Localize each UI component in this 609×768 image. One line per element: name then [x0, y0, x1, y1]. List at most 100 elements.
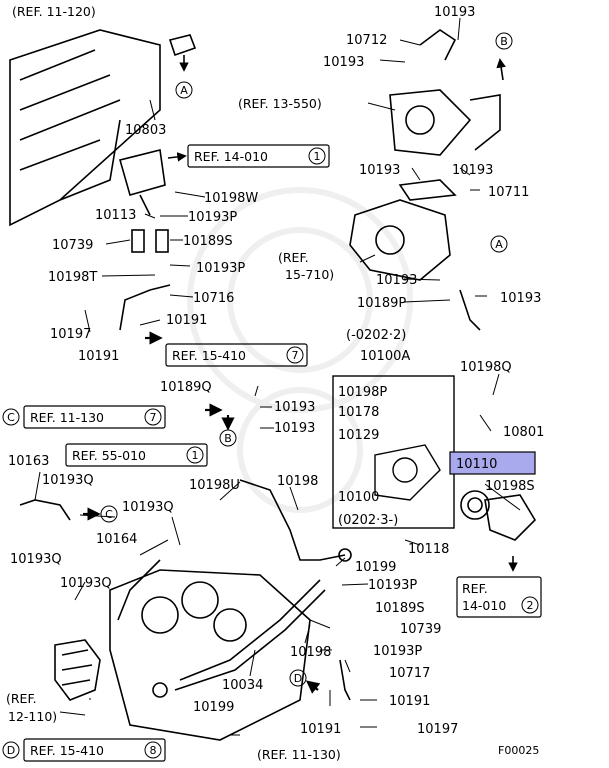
engine-block — [109, 569, 311, 741]
label-10193Q-d: 10193Q — [60, 576, 112, 591]
ref-11-120: (REF. 11-120) — [12, 4, 96, 19]
ref-14-010-2-num: 2 — [521, 596, 539, 614]
oil-cooler — [54, 639, 101, 701]
label-10716: 10716 — [193, 291, 234, 306]
label-10189Q: 10189Q — [160, 380, 212, 395]
label-10191-c: 10191 — [389, 694, 430, 709]
ref-11-130-b: (REF. 11-130) — [257, 747, 341, 762]
ref-15-410-7-num: 7 — [286, 346, 304, 364]
label-10197-b: 10197 — [417, 722, 458, 737]
label-10189S-b: 10189S — [375, 601, 425, 616]
label-10193-d: 10193 — [376, 273, 417, 288]
svg-text:7: 7 — [150, 411, 157, 424]
label-10113: 10113 — [95, 208, 136, 223]
callout-A-top: A — [175, 81, 193, 99]
svg-text:C: C — [7, 411, 15, 424]
thermostat-housing-top — [389, 29, 506, 156]
label-10193P-d: 10193P — [373, 644, 422, 659]
label-10100: 10100 — [338, 490, 379, 505]
label-10193P-a: 10193P — [188, 210, 237, 225]
ref-11-130-7-num: 7 — [144, 408, 162, 426]
water-outlet-fitting — [119, 149, 187, 216]
ref-15-410-7: REF. 15-410 — [172, 348, 246, 363]
label-10198T: 10198T — [48, 270, 97, 285]
thermostat-part — [460, 490, 537, 572]
figure-code: F00025 — [498, 744, 539, 757]
label-10198W: 10198W — [204, 191, 258, 206]
label-10178: 10178 — [338, 405, 379, 420]
ref-12-110-b: 12-110) — [8, 709, 57, 724]
ref-14-010-2-a: REF. — [462, 581, 488, 596]
ref-15-410-8: REF. 15-410 — [30, 743, 104, 758]
label-10193Q-a: 10193Q — [42, 473, 94, 488]
label-10193-g: 10193 — [274, 421, 315, 436]
label-10739-a: 10739 — [52, 238, 93, 253]
label-10191-a: 10191 — [166, 313, 207, 328]
ref-55-010-1: REF. 55-010 — [72, 448, 146, 463]
label-10193-f: 10193 — [274, 400, 315, 415]
callout-B-top: B — [495, 32, 513, 50]
svg-text:C: C — [105, 508, 113, 521]
svg-text:2: 2 — [527, 599, 534, 612]
ref-15-710-b: 15-710) — [285, 267, 334, 282]
callout-D-mid: D — [289, 669, 307, 687]
callout-B-mid: B — [219, 429, 237, 447]
small-hoses-left — [119, 229, 481, 331]
ref-15-410-8-num: 8 — [144, 741, 162, 759]
water-pipe-main — [19, 479, 346, 691]
label-10110: 10110 — [456, 457, 497, 472]
svg-text:8: 8 — [150, 744, 157, 757]
callout-A-right: A — [490, 235, 508, 253]
svg-text:1: 1 — [314, 150, 321, 163]
label-10193Q-b: 10193Q — [122, 500, 174, 515]
label-10717: 10717 — [389, 666, 430, 681]
callout-C-mid: C — [100, 505, 118, 523]
label-10034: 10034 — [222, 678, 263, 693]
label-10193P-b: 10193P — [196, 261, 245, 276]
ref-13-550: (REF. 13-550) — [238, 96, 322, 111]
callout-C-left: C — [2, 408, 20, 426]
label-10100A: 10100A — [360, 349, 410, 364]
label-10193-b: 10193 — [359, 163, 400, 178]
svg-text:D: D — [294, 672, 302, 685]
ref-55-010-1-num: 1 — [186, 446, 204, 464]
label-10711: 10711 — [488, 185, 529, 200]
svg-text:B: B — [224, 432, 232, 445]
label-10189P-a: 10189P — [357, 296, 406, 311]
label-10198U: 10198U — [189, 478, 240, 493]
engine-head-cover — [9, 29, 161, 227]
svg-text:D: D — [7, 744, 15, 757]
ref-12-110-a: (REF. — [6, 691, 37, 706]
lower-hoses — [117, 548, 352, 701]
label-10198P: 10198P — [338, 385, 387, 400]
svg-text:A: A — [495, 238, 503, 251]
part-labels: (REF. 11-120) 10193 10712 10193 (REF. 13… — [6, 4, 544, 762]
label-10191-b: 10191 — [78, 349, 119, 364]
label-10163: 10163 — [8, 454, 49, 469]
label-10199-b: 10199 — [193, 700, 234, 715]
label-10193Q-c: 10193Q — [10, 552, 62, 567]
label-0202-2: (-0202·2) — [346, 328, 406, 343]
ref-14-010-1-num: 1 — [308, 147, 326, 165]
label-10129: 10129 — [338, 428, 379, 443]
label-10198S: 10198S — [485, 479, 535, 494]
ref-14-010-1: REF. 14-010 — [194, 149, 268, 164]
label-10801: 10801 — [503, 425, 544, 440]
ref-15-710-a: (REF. — [278, 250, 309, 265]
leader-lines — [34, 17, 521, 736]
svg-text:A: A — [180, 84, 188, 97]
svg-text:1: 1 — [192, 449, 199, 462]
label-10198-a: 10198 — [277, 474, 318, 489]
label-10197-a: 10197 — [50, 327, 91, 342]
label-10193-c: 10193 — [452, 163, 493, 178]
heater-pipe-top — [168, 34, 197, 72]
label-10199-a: 10199 — [355, 560, 396, 575]
water-pump-assembly — [349, 179, 457, 281]
label-10193P-c: 10193P — [368, 578, 417, 593]
ref-11-130-7: REF. 11-130 — [30, 410, 104, 425]
label-10118: 10118 — [408, 542, 449, 557]
label-10198-b: 10198 — [290, 645, 331, 660]
flow-arrows — [83, 331, 321, 694]
label-10189S-a: 10189S — [183, 234, 233, 249]
